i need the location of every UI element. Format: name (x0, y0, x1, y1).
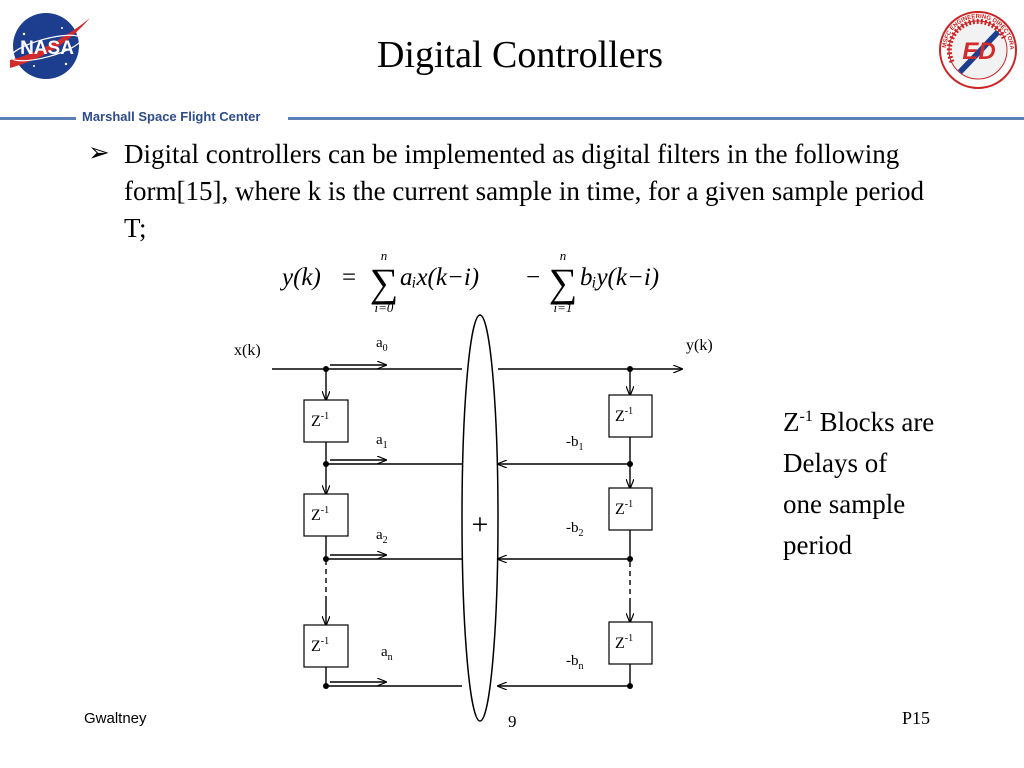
seal-monogram: ED (962, 38, 995, 65)
sum1-sigma: ∑ (370, 260, 399, 305)
side-note-line-3: one sample (783, 489, 906, 519)
node (323, 366, 329, 372)
delay-block-right-n: Z-1 (608, 621, 653, 665)
nasa-logo: NASA (10, 13, 90, 79)
directorate-seal: ED MSFC ENGINEERING DIRECTORATE (938, 10, 1017, 89)
svg-text:Z-1: Z-1 (615, 406, 633, 425)
gain-label-a0: a0 (376, 335, 388, 354)
equation-minus: − (526, 264, 540, 291)
node (627, 556, 633, 562)
difference-equation: y(k) = n ∑ i=0 aᵢx(k−i) − n ∑ i=1 bᵢy(k−… (279, 248, 659, 315)
header-rule-right (288, 117, 1024, 120)
node (323, 461, 329, 467)
sum2-lower-limit: i=1 (554, 300, 573, 315)
delay-block-right-2: Z-1 (608, 487, 653, 531)
center-name: Marshall Space Flight Center (82, 109, 261, 124)
sum-symbol: + (472, 508, 489, 541)
node (627, 366, 633, 372)
sum1-upper-limit: n (381, 248, 388, 263)
gain-label-b1: -b1 (566, 434, 584, 453)
sum2-sigma: ∑ (549, 260, 578, 305)
node (627, 683, 633, 689)
bullet-text: Digital controllers can be implemented a… (124, 139, 924, 243)
side-note-line-1: Z-1 Blocks are (783, 407, 935, 437)
footer-author: Gwaltney (84, 710, 147, 727)
delay-block-left-2: Z-1 (303, 493, 349, 537)
delay-block-right-1: Z-1 (608, 394, 653, 438)
sum1-lower-limit: i=0 (375, 300, 394, 315)
svg-text:Z-1: Z-1 (615, 499, 633, 518)
feedforward-nodes (323, 366, 329, 689)
feedback-nodes (627, 366, 633, 689)
equation-term2: bᵢy(k−i) (580, 264, 659, 291)
nasa-logo-text: NASA (20, 38, 74, 59)
gain-label-b2: -b2 (566, 520, 584, 539)
feedforward-chain (272, 365, 462, 687)
output-label: y(k) (686, 337, 713, 354)
input-label: x(k) (234, 342, 261, 359)
page-number: 9 (508, 712, 517, 731)
side-note-line-2: Delays of (783, 448, 888, 478)
gain-label-a1: a1 (376, 432, 388, 451)
sum2-upper-limit: n (560, 248, 567, 263)
delay-block-left-1: Z-1 (303, 399, 349, 443)
svg-text:Z-1: Z-1 (311, 505, 329, 524)
side-note: Z-1 Blocks are Delays of one sample peri… (783, 396, 1003, 566)
arrow-bullet-icon: ➢ (88, 138, 110, 167)
equation-lhs: y(k) (279, 264, 321, 291)
delay-block-left-n: Z-1 (303, 624, 349, 668)
footer-reference: P15 (902, 708, 931, 728)
node (627, 461, 633, 467)
gain-label-bn: -bn (566, 653, 584, 672)
node (323, 556, 329, 562)
feedback-chain (498, 369, 682, 686)
slide-title: Digital Controllers (376, 34, 664, 76)
gain-label-an: an (381, 644, 393, 663)
svg-text:Z-1: Z-1 (615, 633, 633, 652)
side-note-line-4: period (783, 530, 852, 560)
svg-text:Z-1: Z-1 (311, 411, 329, 430)
svg-text:Z-1: Z-1 (311, 636, 329, 655)
equation-equals: = (342, 264, 356, 291)
gain-label-a2: a2 (376, 527, 388, 546)
equation-term1: aᵢx(k−i) (400, 264, 479, 291)
header-rule-left (0, 117, 76, 120)
node (323, 683, 329, 689)
summing-junction (461, 314, 499, 722)
